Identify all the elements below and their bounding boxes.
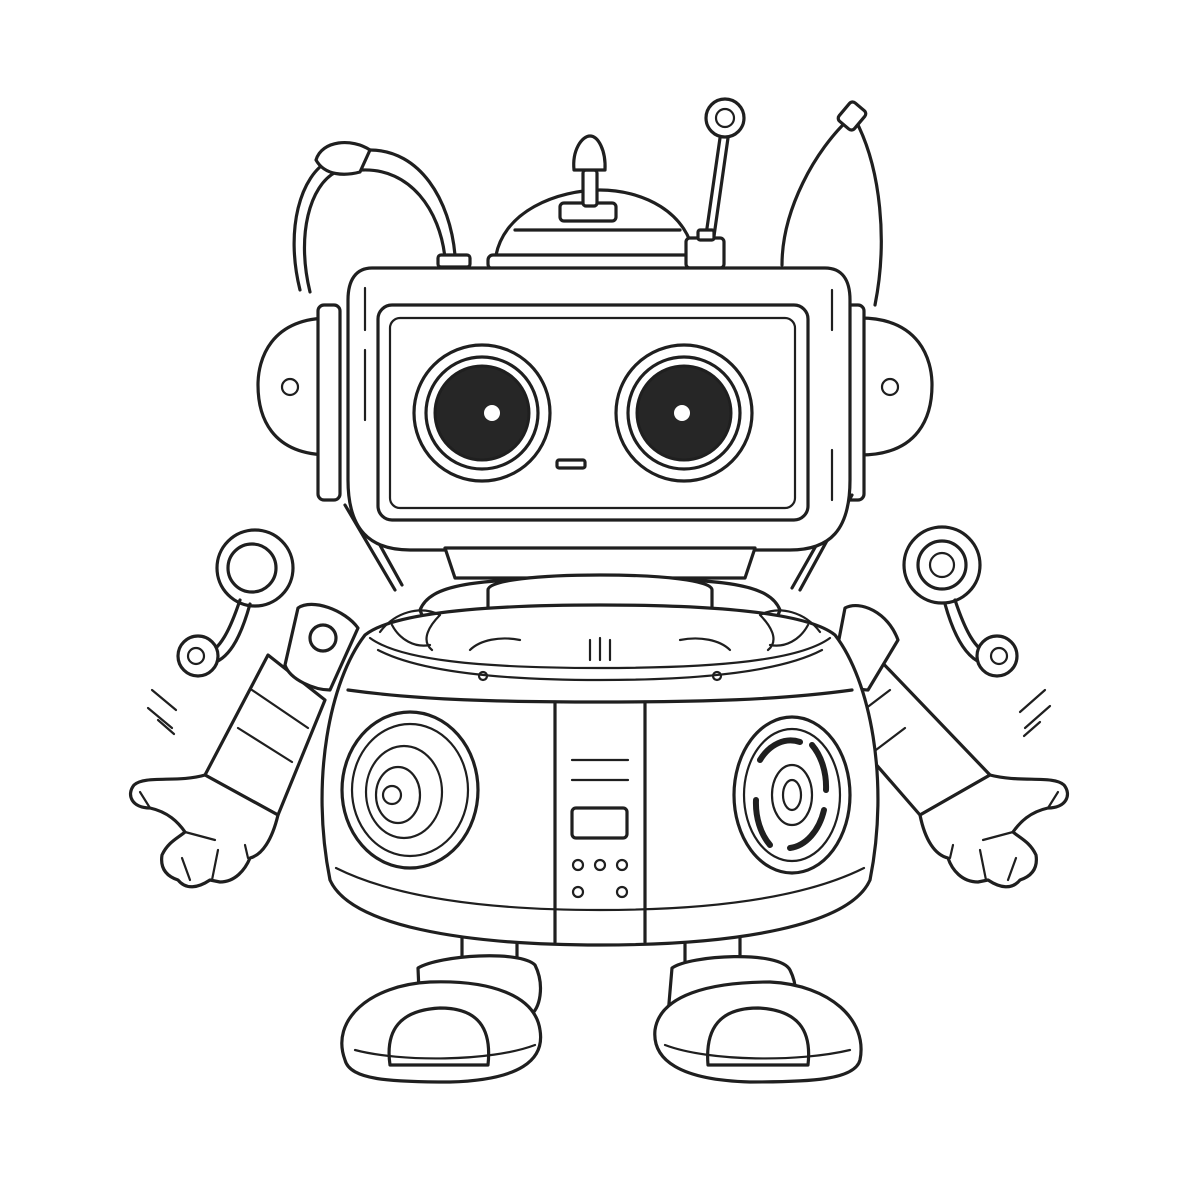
left-arm: [203, 602, 360, 817]
chest-display-panel: [570, 806, 629, 840]
right-eye: [614, 343, 754, 483]
right-foot: [653, 955, 863, 1084]
right-ear: [840, 303, 934, 502]
right-orbit-joint: [902, 525, 1019, 678]
right-motion-lines: [1018, 688, 1052, 738]
top-dome-antenna: [486, 134, 704, 271]
mouth: [555, 458, 587, 470]
left-hand: [128, 773, 280, 889]
left-foot: [340, 954, 543, 1084]
right-hand: [918, 773, 1070, 889]
left-orbit-joint: [176, 528, 295, 678]
left-motion-lines: [146, 688, 178, 736]
left-speaker: [340, 710, 480, 870]
left-cable-antenna: [292, 141, 472, 294]
left-ear: [256, 303, 342, 502]
right-wire-antenna: [780, 100, 883, 307]
robot-body: [320, 603, 880, 947]
robot-head: [346, 266, 852, 552]
right-speaker: [732, 715, 852, 875]
left-eye: [412, 343, 552, 483]
ring-antenna: [684, 97, 746, 270]
